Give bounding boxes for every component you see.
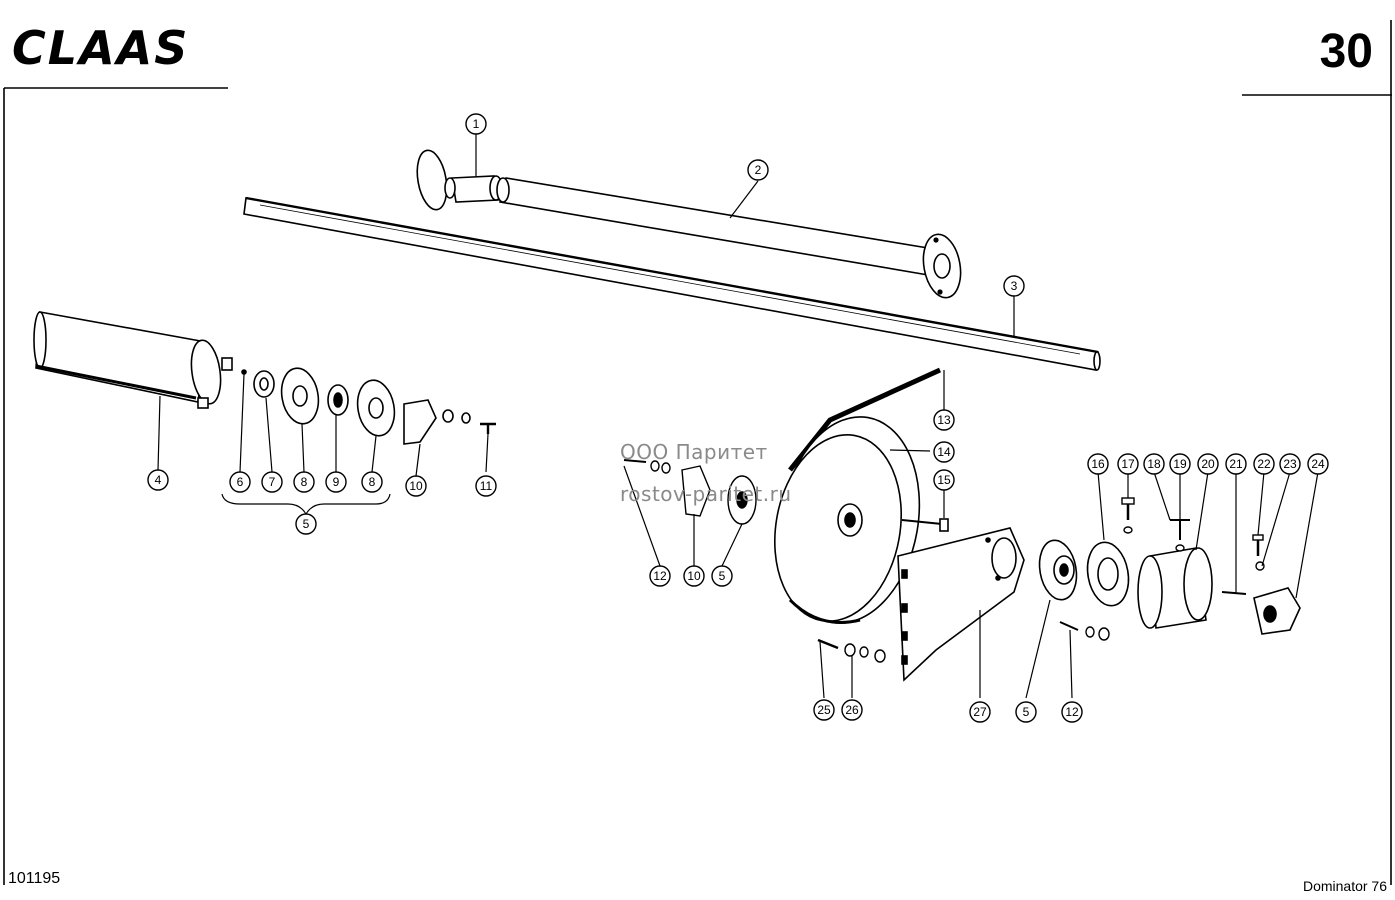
callout-5-a: 5: [295, 513, 317, 535]
svg-text:8: 8: [369, 475, 376, 489]
callout-16: 16: [1087, 453, 1109, 475]
model-name: Dominator 76: [1302, 878, 1387, 894]
callout-10-a: 10: [405, 475, 427, 497]
callout-17: 17: [1117, 453, 1139, 475]
svg-text:1: 1: [473, 117, 480, 131]
callout-7: 7: [261, 471, 283, 493]
callout-12-a: 12: [649, 565, 671, 587]
callout-22: 22: [1253, 453, 1275, 475]
callout-4: 4: [147, 469, 169, 491]
svg-text:23: 23: [1283, 457, 1297, 471]
part-hub-right: [1038, 539, 1130, 607]
callout-1: 1: [465, 113, 487, 135]
callout-23: 23: [1279, 453, 1301, 475]
callout-25: 25: [813, 699, 835, 721]
part-washer-group: [623, 459, 757, 525]
callout-20: 20: [1197, 453, 1219, 475]
svg-text:26: 26: [845, 703, 859, 717]
callout-21: 21: [1225, 453, 1247, 475]
part-pulley: [773, 367, 949, 624]
svg-text:14: 14: [937, 445, 951, 459]
part-bracket: [897, 527, 1025, 682]
svg-text:21: 21: [1229, 457, 1243, 471]
svg-text:10: 10: [687, 569, 701, 583]
svg-text:13: 13: [937, 413, 951, 427]
leader-lines: [157, 133, 1319, 699]
callout-9: 9: [325, 471, 347, 493]
callout-6: 6: [229, 471, 251, 493]
svg-text:15: 15: [937, 473, 951, 487]
callout-13: 13: [933, 409, 955, 431]
callout-14: 14: [933, 441, 955, 463]
page-frame: [3, 20, 1392, 885]
svg-text:2: 2: [755, 163, 762, 177]
svg-text:18: 18: [1147, 457, 1161, 471]
svg-text:20: 20: [1201, 457, 1215, 471]
callout-11: 11: [475, 475, 497, 497]
svg-text:8: 8: [301, 475, 308, 489]
svg-text:27: 27: [973, 705, 987, 719]
svg-text:5: 5: [303, 517, 310, 531]
svg-text:12: 12: [653, 569, 667, 583]
callout-8-b: 8: [361, 471, 383, 493]
svg-text:6: 6: [237, 475, 244, 489]
callout-10-b: 10: [683, 565, 705, 587]
svg-text:10: 10: [409, 479, 423, 493]
part-long-tube: [496, 177, 962, 299]
watermark-company: ООО Паритет: [620, 440, 768, 464]
callout-5-b: 5: [711, 565, 733, 587]
part-bearing-group: [241, 367, 496, 445]
callout-19: 19: [1169, 453, 1191, 475]
svg-text:12: 12: [1065, 705, 1079, 719]
svg-text:25: 25: [817, 703, 831, 717]
callout-8-a: 8: [293, 471, 315, 493]
svg-text:9: 9: [333, 475, 340, 489]
svg-text:5: 5: [719, 569, 726, 583]
callout-12-b: 12: [1061, 701, 1083, 723]
watermark-url: rostov-paritet.ru: [620, 482, 792, 506]
brand-logo: CLAAS: [12, 21, 189, 75]
svg-text:7: 7: [269, 475, 276, 489]
svg-text:11: 11: [480, 479, 493, 493]
callout-5-c: 5: [1015, 701, 1037, 723]
callout-18: 18: [1143, 453, 1165, 475]
document-number: 101195: [8, 870, 61, 887]
svg-text:3: 3: [1011, 279, 1018, 293]
svg-text:24: 24: [1311, 457, 1325, 471]
svg-text:19: 19: [1173, 457, 1187, 471]
callout-15: 15: [933, 469, 955, 491]
callout-26: 26: [841, 699, 863, 721]
page-number: 30: [1319, 25, 1373, 78]
svg-text:CLAAS: CLAAS: [12, 21, 189, 75]
svg-text:22: 22: [1257, 457, 1271, 471]
svg-text:4: 4: [155, 473, 162, 487]
callout-2: 2: [747, 159, 769, 181]
svg-text:17: 17: [1121, 457, 1135, 471]
callout-24: 24: [1307, 453, 1329, 475]
svg-text:16: 16: [1091, 457, 1105, 471]
svg-text:5: 5: [1023, 705, 1030, 719]
part-shaft: [243, 196, 1101, 371]
part-tube-flange: [416, 149, 503, 211]
callouts: 1 2 3 4 6 7 8 9 8 10 11 5 12 10 5 13 14 …: [147, 113, 1329, 723]
callout-3: 3: [1003, 275, 1025, 297]
callout-27: 27: [969, 701, 991, 723]
part-sleeve: [1137, 547, 1301, 635]
part-cylinder: [33, 311, 233, 409]
